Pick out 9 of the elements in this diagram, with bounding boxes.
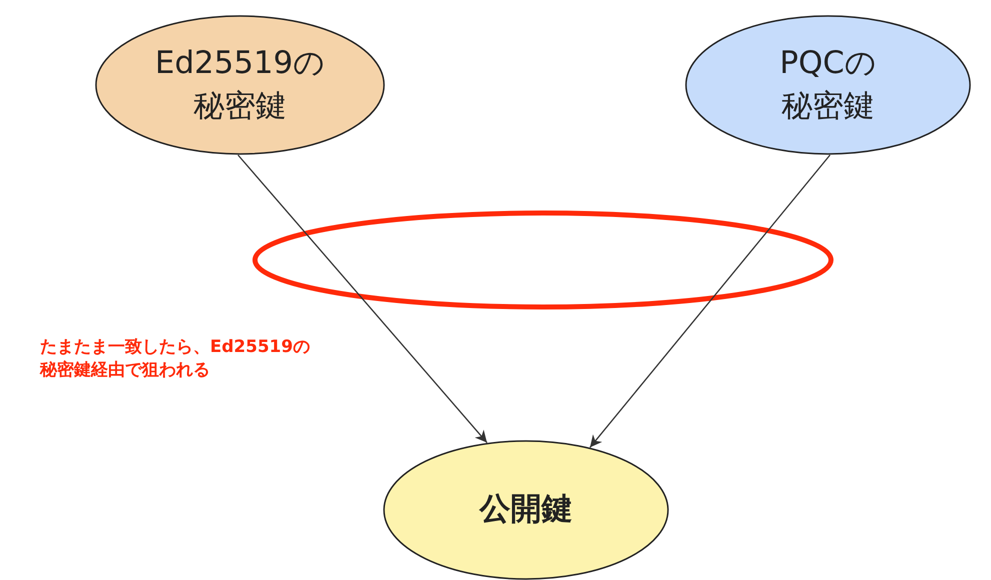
key-ellipse	[685, 15, 971, 155]
annotation-note: たまたま一致したら、Ed25519の秘密鍵経由で狙われる	[40, 336, 311, 382]
arrow	[238, 154, 488, 444]
key-ellipse	[95, 15, 385, 155]
node-label: Ed25519の秘密鍵	[154, 44, 326, 126]
key-ellipse	[383, 440, 669, 580]
node-label: PQCの秘密鍵	[778, 44, 878, 126]
arrow	[590, 154, 830, 448]
node-label: 公開鍵	[478, 490, 574, 530]
